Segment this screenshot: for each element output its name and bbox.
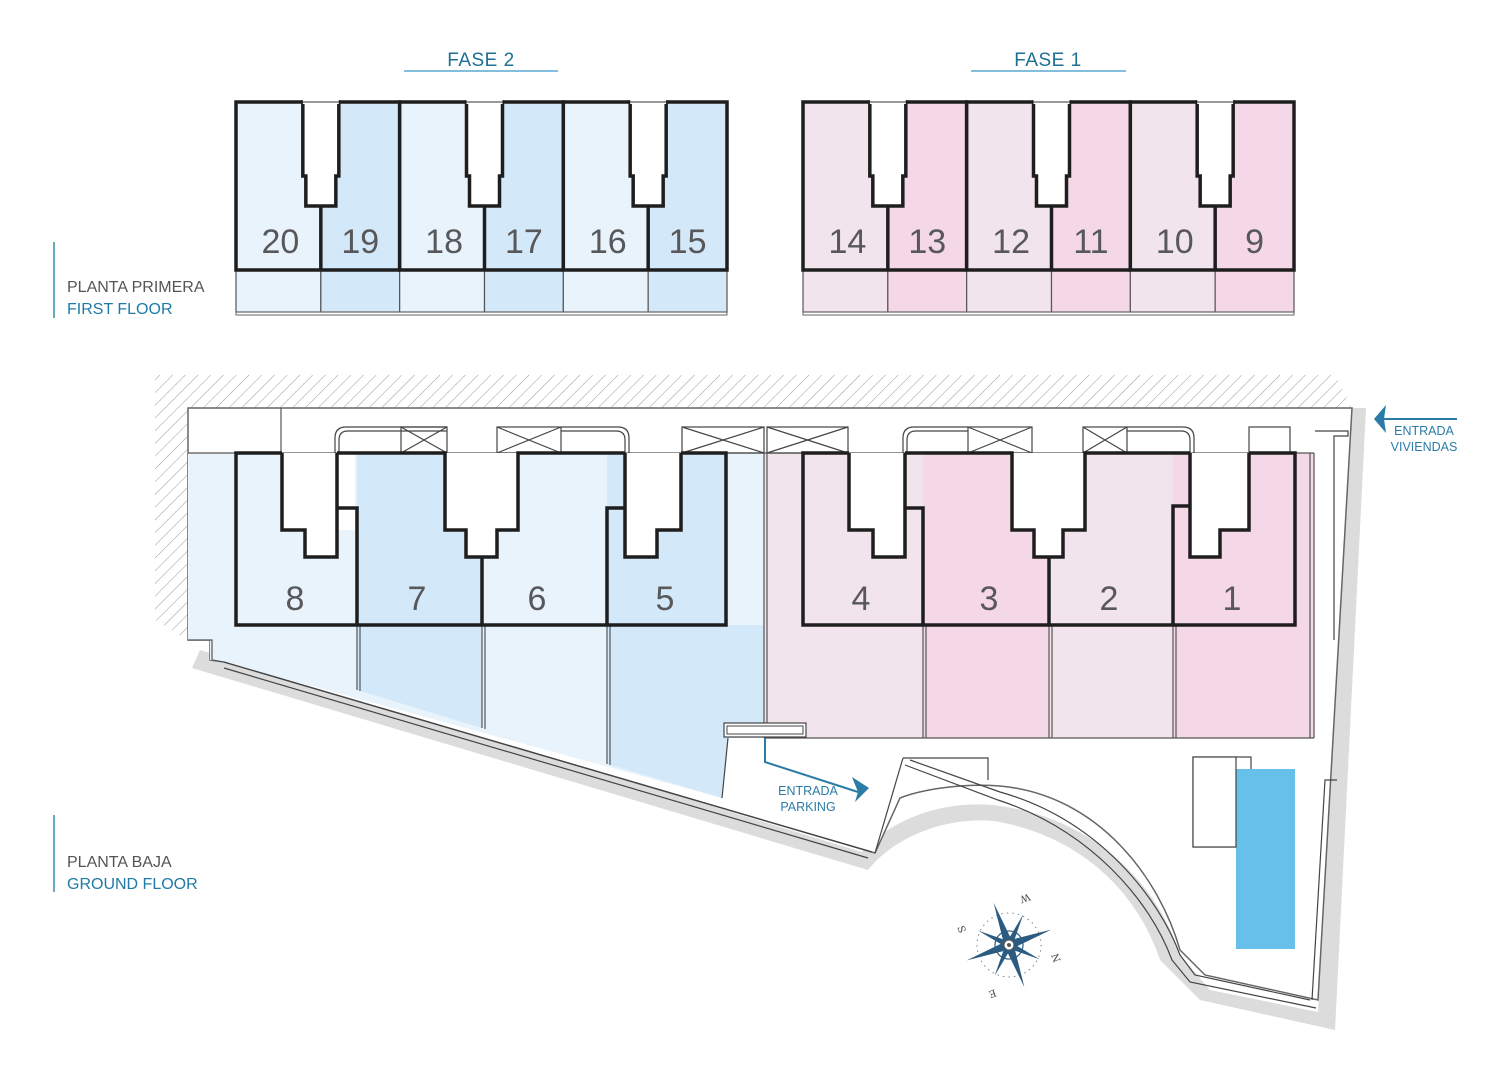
phase-2-header: FASE 2 xyxy=(404,50,558,72)
unit-number[interactable]: 18 xyxy=(425,223,463,261)
unit-number[interactable]: 16 xyxy=(589,223,627,261)
unit-number[interactable]: 20 xyxy=(262,223,300,261)
compass-s: S xyxy=(954,924,967,934)
ground-floor-label-es: PLANTA BAJA xyxy=(67,854,172,871)
compass-w: W xyxy=(1017,890,1031,904)
compass-e: E xyxy=(987,986,998,999)
unit-number[interactable]: 1 xyxy=(1223,580,1242,618)
unit-number[interactable]: 13 xyxy=(908,223,946,261)
entrance-parking-line1: ENTRADA xyxy=(778,784,838,798)
swimming-pool xyxy=(1236,769,1295,949)
entrance-parking: ENTRADA PARKING xyxy=(764,738,869,814)
phase-1-header: FASE 1 xyxy=(971,50,1126,72)
compass-rose-icon xyxy=(966,902,1052,988)
unit-number[interactable]: 7 xyxy=(408,580,427,618)
unit-number[interactable]: 6 xyxy=(528,580,547,618)
unit-number[interactable]: 8 xyxy=(286,580,305,618)
entrance-homes-line1: ENTRADA xyxy=(1394,424,1454,438)
entrance-parking-line2: PARKING xyxy=(780,800,835,814)
unit-number[interactable]: 15 xyxy=(669,223,707,261)
arrow-left-icon xyxy=(1374,405,1386,433)
unit-number[interactable]: 9 xyxy=(1245,223,1264,261)
phase-2-title: FASE 2 xyxy=(447,50,514,71)
first-floor-phase-2: 20 19 18 17 16 15 xyxy=(234,100,729,316)
first-floor-label-en: FIRST FLOOR xyxy=(67,301,173,318)
unit-number[interactable]: 12 xyxy=(992,223,1030,261)
unit-number[interactable]: 14 xyxy=(829,223,867,261)
phase-1-title: FASE 1 xyxy=(1014,50,1081,71)
walkway-features xyxy=(334,426,1349,640)
ground-floor-label: PLANTA BAJA GROUND FLOOR xyxy=(53,815,198,893)
first-floor-label-es: PLANTA PRIMERA xyxy=(67,279,205,296)
entrance-homes-line2: VIVIENDAS xyxy=(1391,440,1458,454)
unit-number[interactable]: 2 xyxy=(1100,580,1119,618)
unit-number[interactable]: 3 xyxy=(980,580,999,618)
entrance-homes: ENTRADA VIVIENDAS xyxy=(1374,405,1457,454)
first-floor-label: PLANTA PRIMERA FIRST FLOOR xyxy=(53,242,205,318)
first-floor-phase-1: 14 13 12 11 10 9 xyxy=(801,100,1296,316)
unit-number[interactable]: 5 xyxy=(656,580,675,618)
unit-number[interactable]: 10 xyxy=(1156,223,1194,261)
ground-floor-label-en: GROUND FLOOR xyxy=(67,876,198,893)
arrow-right-icon xyxy=(852,777,869,802)
unit-number[interactable]: 11 xyxy=(1073,223,1108,261)
unit-number[interactable]: 19 xyxy=(341,223,379,261)
compass-n: N xyxy=(1050,951,1063,963)
unit-number[interactable]: 17 xyxy=(505,223,543,261)
unit-number[interactable]: 4 xyxy=(852,580,871,618)
boundary-hatch xyxy=(155,375,1352,640)
